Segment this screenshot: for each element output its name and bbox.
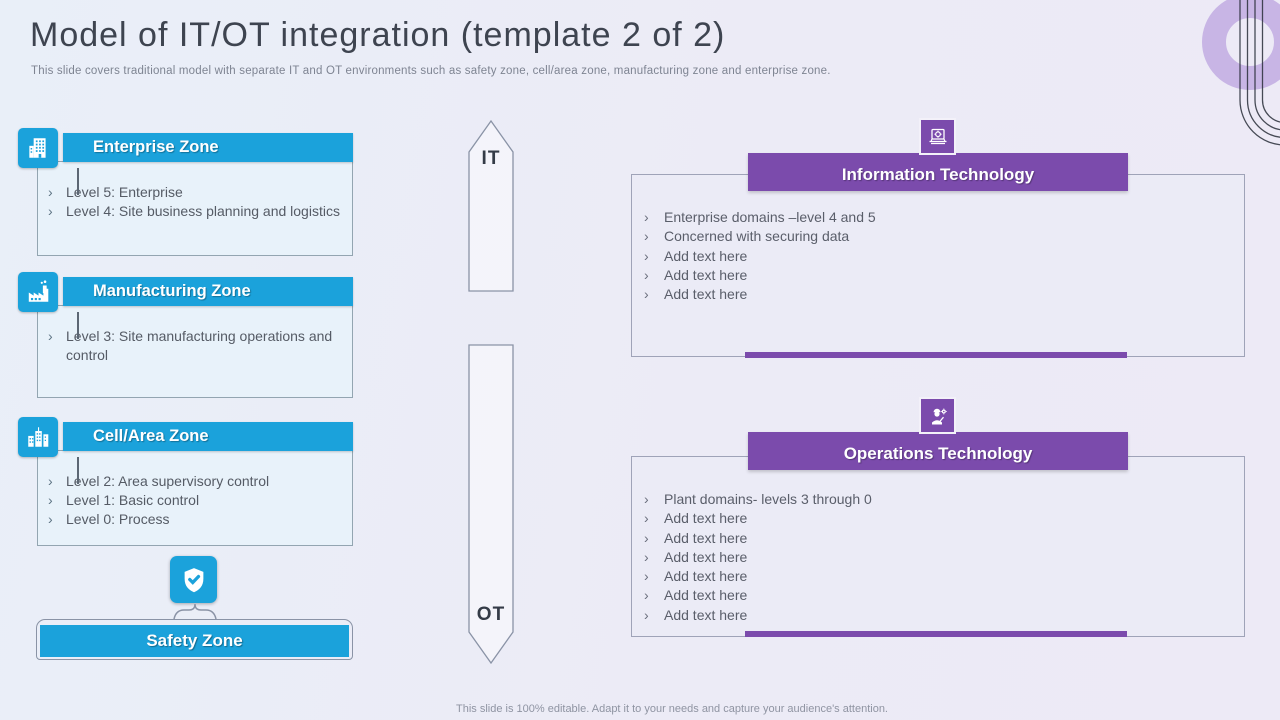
page-subtitle: This slide covers traditional model with…: [31, 65, 831, 77]
icon-connector-line: [77, 312, 79, 339]
footer-note: This slide is 100% editable. Adapt it to…: [456, 703, 888, 715]
body-operations-technology: Plant domains- levels 3 through 0 Add te…: [631, 456, 1245, 637]
purple-accent-bar: [745, 352, 1127, 358]
icon-connector-line: [77, 457, 79, 484]
list-item: Add text here: [632, 567, 1244, 587]
zone-header-manufacturing: Manufacturing Zone: [63, 277, 353, 306]
ot-down-arrow: [468, 344, 514, 664]
list-item: Add text here: [632, 586, 1244, 606]
tech-bullet-list: Plant domains- levels 3 through 0 Add te…: [632, 490, 1244, 625]
brace-connector: [173, 603, 217, 620]
list-item: Level 2: Area supervisory control: [38, 472, 342, 491]
engineer-gear-icon: [919, 397, 956, 434]
list-item: Concerned with securing data: [632, 227, 1244, 247]
zone-body-enterprise: Level 5: Enterprise Level 4: Site busine…: [37, 161, 353, 256]
page-title: Model of IT/OT integration (template 2 o…: [30, 16, 726, 54]
header-information-technology: Information Technology: [748, 153, 1128, 191]
body-information-technology: Enterprise domains –level 4 and 5 Concer…: [631, 174, 1245, 357]
safety-zone-outline: [36, 619, 353, 660]
factory-icon: [18, 272, 58, 312]
purple-accent-bar: [745, 631, 1127, 637]
list-item: Level 5: Enterprise: [38, 183, 342, 202]
list-item: Add text here: [632, 247, 1244, 267]
list-item: Level 0: Process: [38, 510, 342, 529]
list-item: Add text here: [632, 266, 1244, 286]
list-item: Level 1: Basic control: [38, 491, 342, 510]
list-item: Level 4: Site business planning and logi…: [38, 202, 342, 221]
it-up-arrow: [468, 120, 514, 292]
zone-header-enterprise: Enterprise Zone: [63, 133, 353, 162]
it-arrow-label: IT: [481, 148, 501, 169]
list-item: Plant domains- levels 3 through 0: [632, 490, 1244, 510]
zone-bullet-list: Level 2: Area supervisory control Level …: [38, 472, 352, 529]
zone-bullet-list: Level 5: Enterprise Level 4: Site busine…: [38, 183, 352, 221]
tech-bullet-list: Enterprise domains –level 4 and 5 Concer…: [632, 208, 1244, 305]
donut-decoration: [1202, 0, 1280, 90]
list-item: Add text here: [632, 529, 1244, 549]
shield-check-icon: [170, 556, 217, 603]
list-item: Level 3: Site manufacturing operations a…: [38, 327, 342, 365]
icon-connector-line: [77, 168, 79, 195]
zone-body-manufacturing: Level 3: Site manufacturing operations a…: [37, 305, 353, 398]
list-item: Add text here: [632, 285, 1244, 305]
laptop-gear-icon: [919, 118, 956, 155]
city-buildings-icon: [18, 417, 58, 457]
list-item: Enterprise domains –level 4 and 5: [632, 208, 1244, 228]
list-item: Add text here: [632, 509, 1244, 529]
header-operations-technology: Operations Technology: [748, 432, 1128, 470]
zone-body-cell-area: Level 2: Area supervisory control Level …: [37, 450, 353, 546]
zone-header-cell-area: Cell/Area Zone: [63, 422, 353, 451]
building-icon: [18, 128, 58, 168]
safety-zone-bar: Safety Zone: [40, 625, 349, 657]
list-item: Add text here: [632, 606, 1244, 626]
list-item: Add text here: [632, 548, 1244, 568]
zone-bullet-list: Level 3: Site manufacturing operations a…: [38, 327, 352, 365]
ot-arrow-label: OT: [476, 604, 506, 625]
